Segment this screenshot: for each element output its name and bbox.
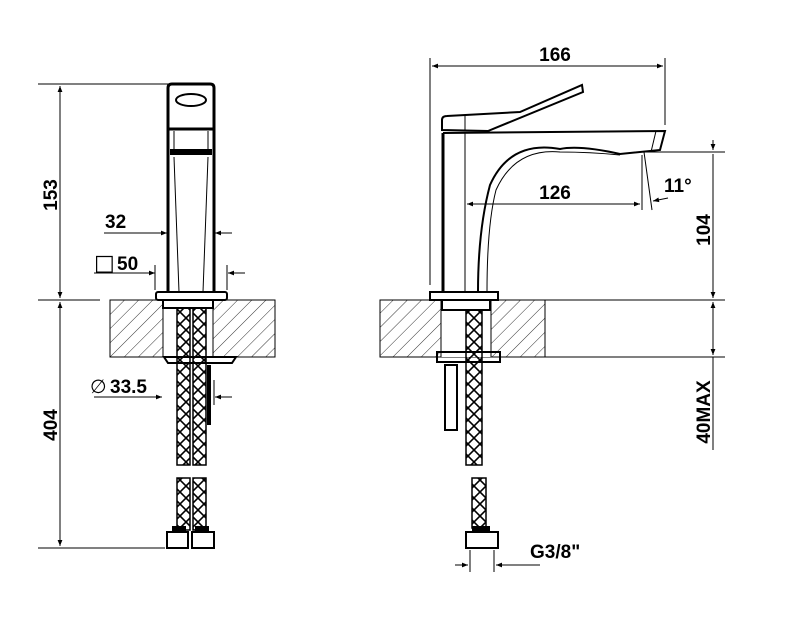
dim-label-404: 404 — [41, 409, 62, 441]
dim-label-g3-8: G3/8" — [530, 542, 580, 563]
diameter-symbol: ∅ — [90, 376, 107, 398]
flexible-hoses-front — [166, 307, 215, 549]
dim-label-33-5: 33.5 — [110, 377, 147, 398]
flexible-hose-side — [444, 309, 499, 549]
square-symbol: □ — [94, 251, 115, 276]
faucet-body-front — [155, 82, 228, 309]
dim-label-40max: 40MAX — [694, 380, 715, 444]
dim-label-126: 126 — [539, 183, 571, 204]
faucet-body-side — [429, 83, 667, 311]
dim-label-11-degrees: 11° — [664, 176, 692, 197]
dim-label-153: 153 — [41, 179, 62, 211]
mounting-nut-front — [162, 356, 238, 364]
front-view: 153 404 32 □ 50 ∅ 33.5 — [38, 82, 276, 549]
dim-label-166: 166 — [539, 45, 571, 66]
dim-label-104: 104 — [694, 214, 715, 246]
dim-label-50: 50 — [117, 254, 138, 275]
side-view: 166 126 11° 104 40MAX G3/8" — [379, 45, 725, 572]
dim-label-32: 32 — [105, 212, 126, 233]
